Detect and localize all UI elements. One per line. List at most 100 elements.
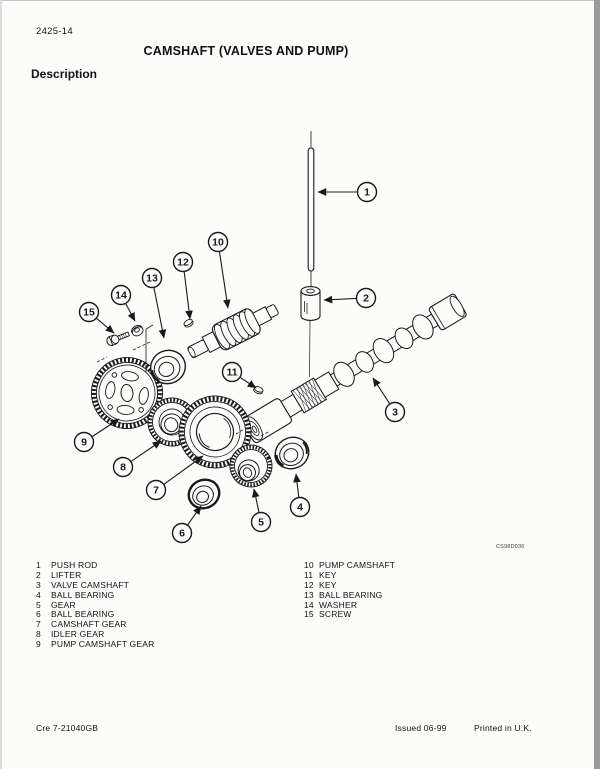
callout-arrow-11 — [240, 377, 257, 389]
part-number: 6 — [36, 609, 41, 620]
ball-bearing-4-drawing — [274, 436, 310, 470]
scan-edge-top — [0, 0, 600, 1]
gear-5-drawing — [229, 444, 273, 488]
part-label: BALL BEARING — [51, 589, 115, 600]
callout-circle-10 — [207, 231, 229, 253]
page-number: 2425-14 — [36, 26, 73, 37]
callout-number-5: 5 — [258, 517, 264, 529]
part-label: PUMP CAMSHAFT — [319, 560, 396, 570]
footer-doc-code: Cre 7-21040GB — [36, 723, 99, 733]
callout-number-7: 7 — [153, 485, 159, 497]
part-number: 1 — [36, 560, 41, 570]
callout-circle-3 — [384, 401, 406, 423]
part-number: 4 — [36, 589, 41, 600]
callout-arrow-2 — [323, 295, 357, 304]
ball-bearing-13-drawing — [149, 349, 187, 385]
part-number: 3 — [36, 579, 41, 590]
callout-number-4: 4 — [297, 502, 303, 514]
callout-number-1: 1 — [364, 187, 370, 199]
washer-14-drawing — [131, 324, 144, 337]
camshaft-gear-drawing — [178, 395, 252, 469]
part-number: 2 — [36, 569, 41, 580]
part-label: PUSH ROD — [51, 560, 98, 570]
part-number: 12 — [304, 579, 314, 590]
part-label: CAMSHAFT GEAR — [51, 619, 127, 630]
callout-arrow-14 — [125, 303, 136, 322]
callout-circle-15 — [78, 301, 100, 323]
lifter-drawing — [300, 286, 321, 378]
assembly-lines — [96, 324, 271, 437]
callout-circle-12 — [172, 251, 194, 273]
callout-number-14: 14 — [115, 290, 127, 302]
part-item-8: 8 IDLER GEAR — [36, 629, 154, 640]
section-heading: Description — [31, 67, 98, 81]
callout-number-10: 10 — [212, 237, 224, 249]
callout-number-6: 6 — [179, 528, 185, 540]
part-label: SCREW — [319, 609, 352, 620]
callout-number-13: 13 — [146, 273, 158, 285]
pump-camshaft-gear-drawing — [91, 357, 163, 429]
callout-circle-6 — [171, 522, 193, 544]
figure-code: CS98D036 — [496, 544, 525, 550]
callout-circle-9 — [73, 431, 95, 453]
part-label: KEY — [319, 579, 337, 590]
callout-arrow-5 — [251, 488, 260, 513]
part-item-4: 4 BALL BEARING — [36, 589, 154, 601]
callout-arrow-6 — [187, 505, 202, 526]
callout-number-9: 9 — [81, 437, 87, 449]
part-label: LIFTER — [51, 569, 82, 580]
scan-edge-right — [594, 0, 600, 769]
callout-circle-7 — [145, 479, 167, 501]
callout-arrow-13 — [153, 287, 167, 339]
callout-arrow-8 — [130, 440, 162, 462]
callout-arrow-12 — [183, 271, 193, 320]
part-label: GEAR — [51, 599, 76, 610]
key-12-drawing — [183, 318, 194, 328]
part-number: 15 — [304, 609, 314, 620]
part-item-2: 2 LIFTER — [36, 569, 154, 581]
callout-number-12: 12 — [177, 257, 189, 269]
callout-number-8: 8 — [120, 462, 126, 474]
callout-arrow-10 — [218, 251, 231, 309]
footer-printed: Printed in U.K. — [474, 723, 532, 733]
scan-edge-left — [0, 0, 2, 769]
page-title: CAMSHAFT (VALVES AND PUMP) — [143, 44, 349, 58]
callout-arrow-4 — [293, 473, 301, 498]
part-number: 13 — [304, 589, 314, 600]
part-number: 9 — [36, 639, 41, 650]
key-11-drawing — [253, 386, 264, 395]
callout-number-2: 2 — [363, 293, 369, 305]
part-item-12: 12 KEY — [304, 579, 395, 591]
part-item-15: 15 SCREW — [304, 610, 395, 620]
part-number: 7 — [36, 619, 41, 630]
callout-circle-8 — [112, 456, 134, 478]
footer-issued: Issued 06-99 — [395, 723, 447, 733]
callout-number-3: 3 — [392, 407, 398, 419]
callout-circle-5 — [250, 511, 272, 533]
callout-circle-14 — [110, 284, 132, 306]
part-number: 8 — [36, 629, 41, 640]
callout-circle-1 — [356, 181, 378, 203]
pump-camshaft-drawing — [187, 304, 279, 359]
callout-arrow-9 — [92, 418, 120, 437]
valve-camshaft-drawing — [241, 293, 467, 444]
callout-number-15: 15 — [83, 307, 95, 319]
part-number: 14 — [304, 599, 314, 610]
callout-number-11: 11 — [226, 367, 237, 379]
part-number: 11 — [304, 569, 314, 580]
push-rod-drawing — [307, 131, 315, 288]
part-label: PUMP CAMSHAFT GEAR — [51, 639, 155, 650]
callout-circle-13 — [141, 267, 163, 289]
part-number: 5 — [36, 599, 41, 610]
part-label: IDLER GEAR — [51, 629, 105, 640]
